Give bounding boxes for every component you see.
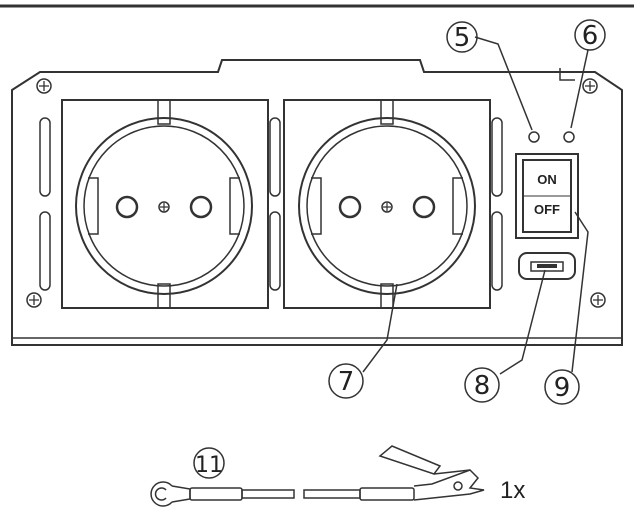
rocker-switch-icon: ON OFF	[515, 153, 579, 239]
callout-6-label: 6	[582, 21, 599, 51]
led-indicator-icon	[563, 131, 575, 143]
callout-5-label: 5	[454, 23, 471, 53]
screw-icon	[582, 78, 598, 94]
vent-slots	[39, 117, 503, 291]
callout-5: 5	[446, 21, 478, 53]
callout-7: 7	[328, 363, 364, 399]
callout-9: 9	[544, 369, 580, 405]
panel-outline	[11, 59, 623, 346]
cable-quantity-label: 1x	[500, 477, 525, 504]
cable-assembly: 1x	[150, 445, 525, 507]
screw-icon	[36, 78, 52, 94]
leader-lines	[362, 36, 589, 375]
callout-9-label: 9	[554, 373, 571, 403]
callout-11: 11	[193, 447, 225, 479]
socket-icon	[61, 99, 269, 309]
callout-8: 8	[464, 367, 500, 403]
led-indicator-icon	[528, 131, 540, 143]
usb-port-icon	[518, 252, 576, 280]
callout-8-label: 8	[474, 371, 491, 401]
screw-icon	[26, 292, 42, 308]
switch-on-label: ON	[537, 172, 557, 187]
ring-terminal-icon	[150, 481, 191, 507]
callout-7-label: 7	[338, 367, 355, 397]
screw-icon	[590, 292, 606, 308]
callout-11-label: 11	[195, 453, 223, 478]
callout-6: 6	[574, 19, 606, 51]
switch-off-label: OFF	[534, 202, 560, 217]
socket-icon	[283, 99, 491, 309]
alligator-clip-icon	[378, 445, 485, 501]
